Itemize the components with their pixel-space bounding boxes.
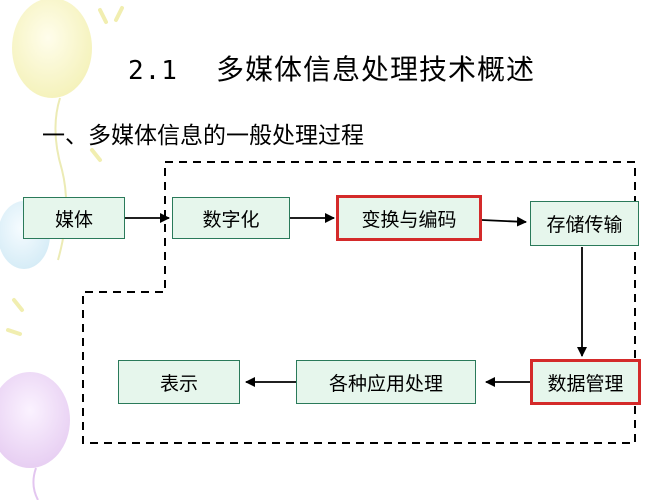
node-data-management: 数据管理 [530, 359, 641, 405]
node-display: 表示 [118, 360, 240, 404]
page-title: 2.1 多媒体信息处理技术概述 [128, 48, 535, 88]
section-number: 2.1 [128, 56, 178, 86]
arrow-transform-to-storage [481, 216, 527, 227]
node-transform-encode: 变换与编码 [336, 195, 482, 241]
title-text: 多媒体信息处理技术概述 [215, 53, 535, 86]
node-applications: 各种应用处理 [296, 360, 476, 404]
node-digitize: 数字化 [172, 197, 290, 239]
system-boundary [82, 161, 636, 444]
purple-balloon [0, 372, 70, 500]
sparkle-decoration [6, 6, 124, 336]
section-subtitle: 一、多媒体信息的一般处理过程 [42, 123, 364, 149]
node-storage-transmission: 存储传输 [530, 201, 639, 246]
node-media: 媒体 [23, 197, 125, 239]
